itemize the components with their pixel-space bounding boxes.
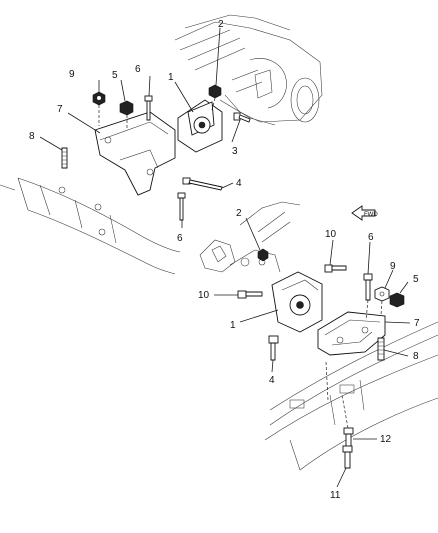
bolt-4-lower bbox=[268, 335, 279, 361]
nut-2-lower bbox=[257, 248, 269, 262]
callout-6b-upper: 6 bbox=[177, 233, 183, 244]
bolt-6-upper-b bbox=[177, 192, 186, 221]
callout-4-upper: 4 bbox=[236, 178, 242, 189]
callout-12-lower: 12 bbox=[380, 434, 392, 445]
callout-2-upper: 2 bbox=[218, 19, 224, 30]
callout-5-upper: 5 bbox=[112, 70, 118, 81]
callout-9-upper: 9 bbox=[69, 69, 75, 80]
callout-4-lower: 4 bbox=[269, 375, 275, 386]
nut-5-lower bbox=[389, 292, 405, 308]
nut-2-upper bbox=[208, 84, 222, 99]
callout-1-lower: 1 bbox=[230, 320, 236, 331]
engine-block-lower bbox=[199, 201, 301, 273]
callout-6-upper: 6 bbox=[135, 64, 141, 75]
callout-5-lower: 5 bbox=[413, 274, 419, 285]
callout-3-upper: 3 bbox=[232, 146, 238, 157]
frame-rail-lower bbox=[264, 321, 438, 471]
nut-5-upper bbox=[119, 100, 134, 116]
nut-9-lower bbox=[374, 286, 390, 302]
callout-7-upper: 7 bbox=[57, 104, 63, 115]
callout-2-lower: 2 bbox=[236, 208, 242, 219]
forward-arrow-icon bbox=[351, 205, 376, 221]
callout-10-lower: 10 bbox=[325, 229, 337, 240]
callout-8-lower: 8 bbox=[413, 351, 419, 362]
bolt-6-upper bbox=[144, 95, 153, 121]
leader-lines-lower bbox=[214, 217, 411, 488]
bolt-12-lower bbox=[343, 427, 354, 449]
engine-block-upper bbox=[174, 14, 323, 126]
nut-9-upper bbox=[92, 91, 106, 106]
bolt-10-lower-a bbox=[324, 264, 347, 273]
stud-8-lower bbox=[377, 337, 385, 361]
callout-7-lower: 7 bbox=[414, 318, 420, 329]
bolt-11-lower bbox=[342, 445, 353, 469]
engine-mount-1-upper bbox=[177, 99, 223, 153]
direction-label: FWD bbox=[364, 212, 378, 218]
bolt-4-upper bbox=[182, 177, 223, 191]
bolt-3-upper bbox=[233, 112, 251, 123]
frame-rail-upper bbox=[0, 177, 181, 275]
callout-9-lower: 9 bbox=[390, 261, 396, 272]
callout-10b-lower: 10 bbox=[198, 290, 210, 301]
bolt-10-lower-b bbox=[237, 290, 263, 299]
mount-bracket-7-lower bbox=[317, 311, 386, 356]
callout-8-upper: 8 bbox=[29, 131, 35, 142]
stud-8-upper bbox=[61, 147, 68, 169]
callout-1-upper: 1 bbox=[168, 72, 174, 83]
leader-lines-upper bbox=[39, 27, 241, 228]
engine-mount-1-lower bbox=[271, 271, 323, 333]
mount-bracket-7-upper bbox=[94, 111, 176, 196]
bolt-6-lower bbox=[363, 273, 373, 301]
callout-11-lower: 11 bbox=[330, 490, 341, 501]
callout-6-lower: 6 bbox=[368, 232, 374, 243]
